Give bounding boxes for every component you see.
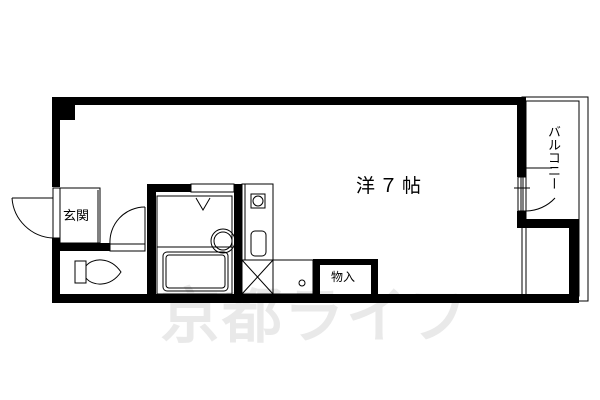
outer-walls: [52, 97, 579, 303]
toilet-icon: [74, 259, 122, 285]
unit-bath: [156, 183, 236, 295]
room-label-western-7jo: 洋７帖: [356, 175, 426, 197]
entrance-door: [11, 187, 61, 239]
interior-walls: [60, 184, 378, 299]
kitchen-counter: [241, 183, 274, 261]
refrigerator-space: [272, 259, 314, 295]
washing-machine-space: [241, 259, 274, 295]
room-label-storage: 物入: [331, 270, 356, 284]
toilet-door: [109, 206, 146, 252]
balcony-door: [514, 167, 556, 212]
room-label-balcony: バルコニー: [545, 125, 560, 190]
shoe-cabinet: [59, 187, 101, 244]
room-label-entrance: 玄関: [63, 209, 90, 224]
